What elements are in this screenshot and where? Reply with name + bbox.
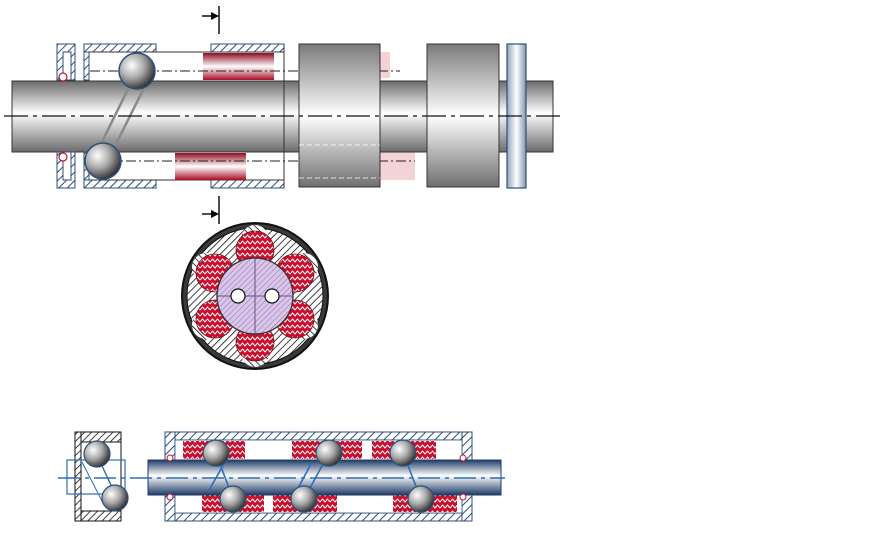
bottom-balls: [202, 439, 435, 513]
stub-ball-bottom: [101, 484, 129, 512]
left-end-housing: [56, 43, 76, 189]
ball-bottom: [84, 142, 122, 180]
section-arrow-bottom: [202, 196, 220, 224]
top-section-view: [4, 6, 560, 224]
cross-section-view: [181, 222, 329, 370]
bottom-assembly-view: [58, 431, 505, 522]
ball-top: [118, 52, 156, 90]
section-arrow-top: [202, 6, 220, 34]
hole-right: [264, 288, 280, 304]
hole-left: [230, 288, 246, 304]
red-element-bottom: [175, 153, 246, 180]
stub-ball-top: [83, 440, 111, 468]
red-element-top: [203, 53, 274, 80]
